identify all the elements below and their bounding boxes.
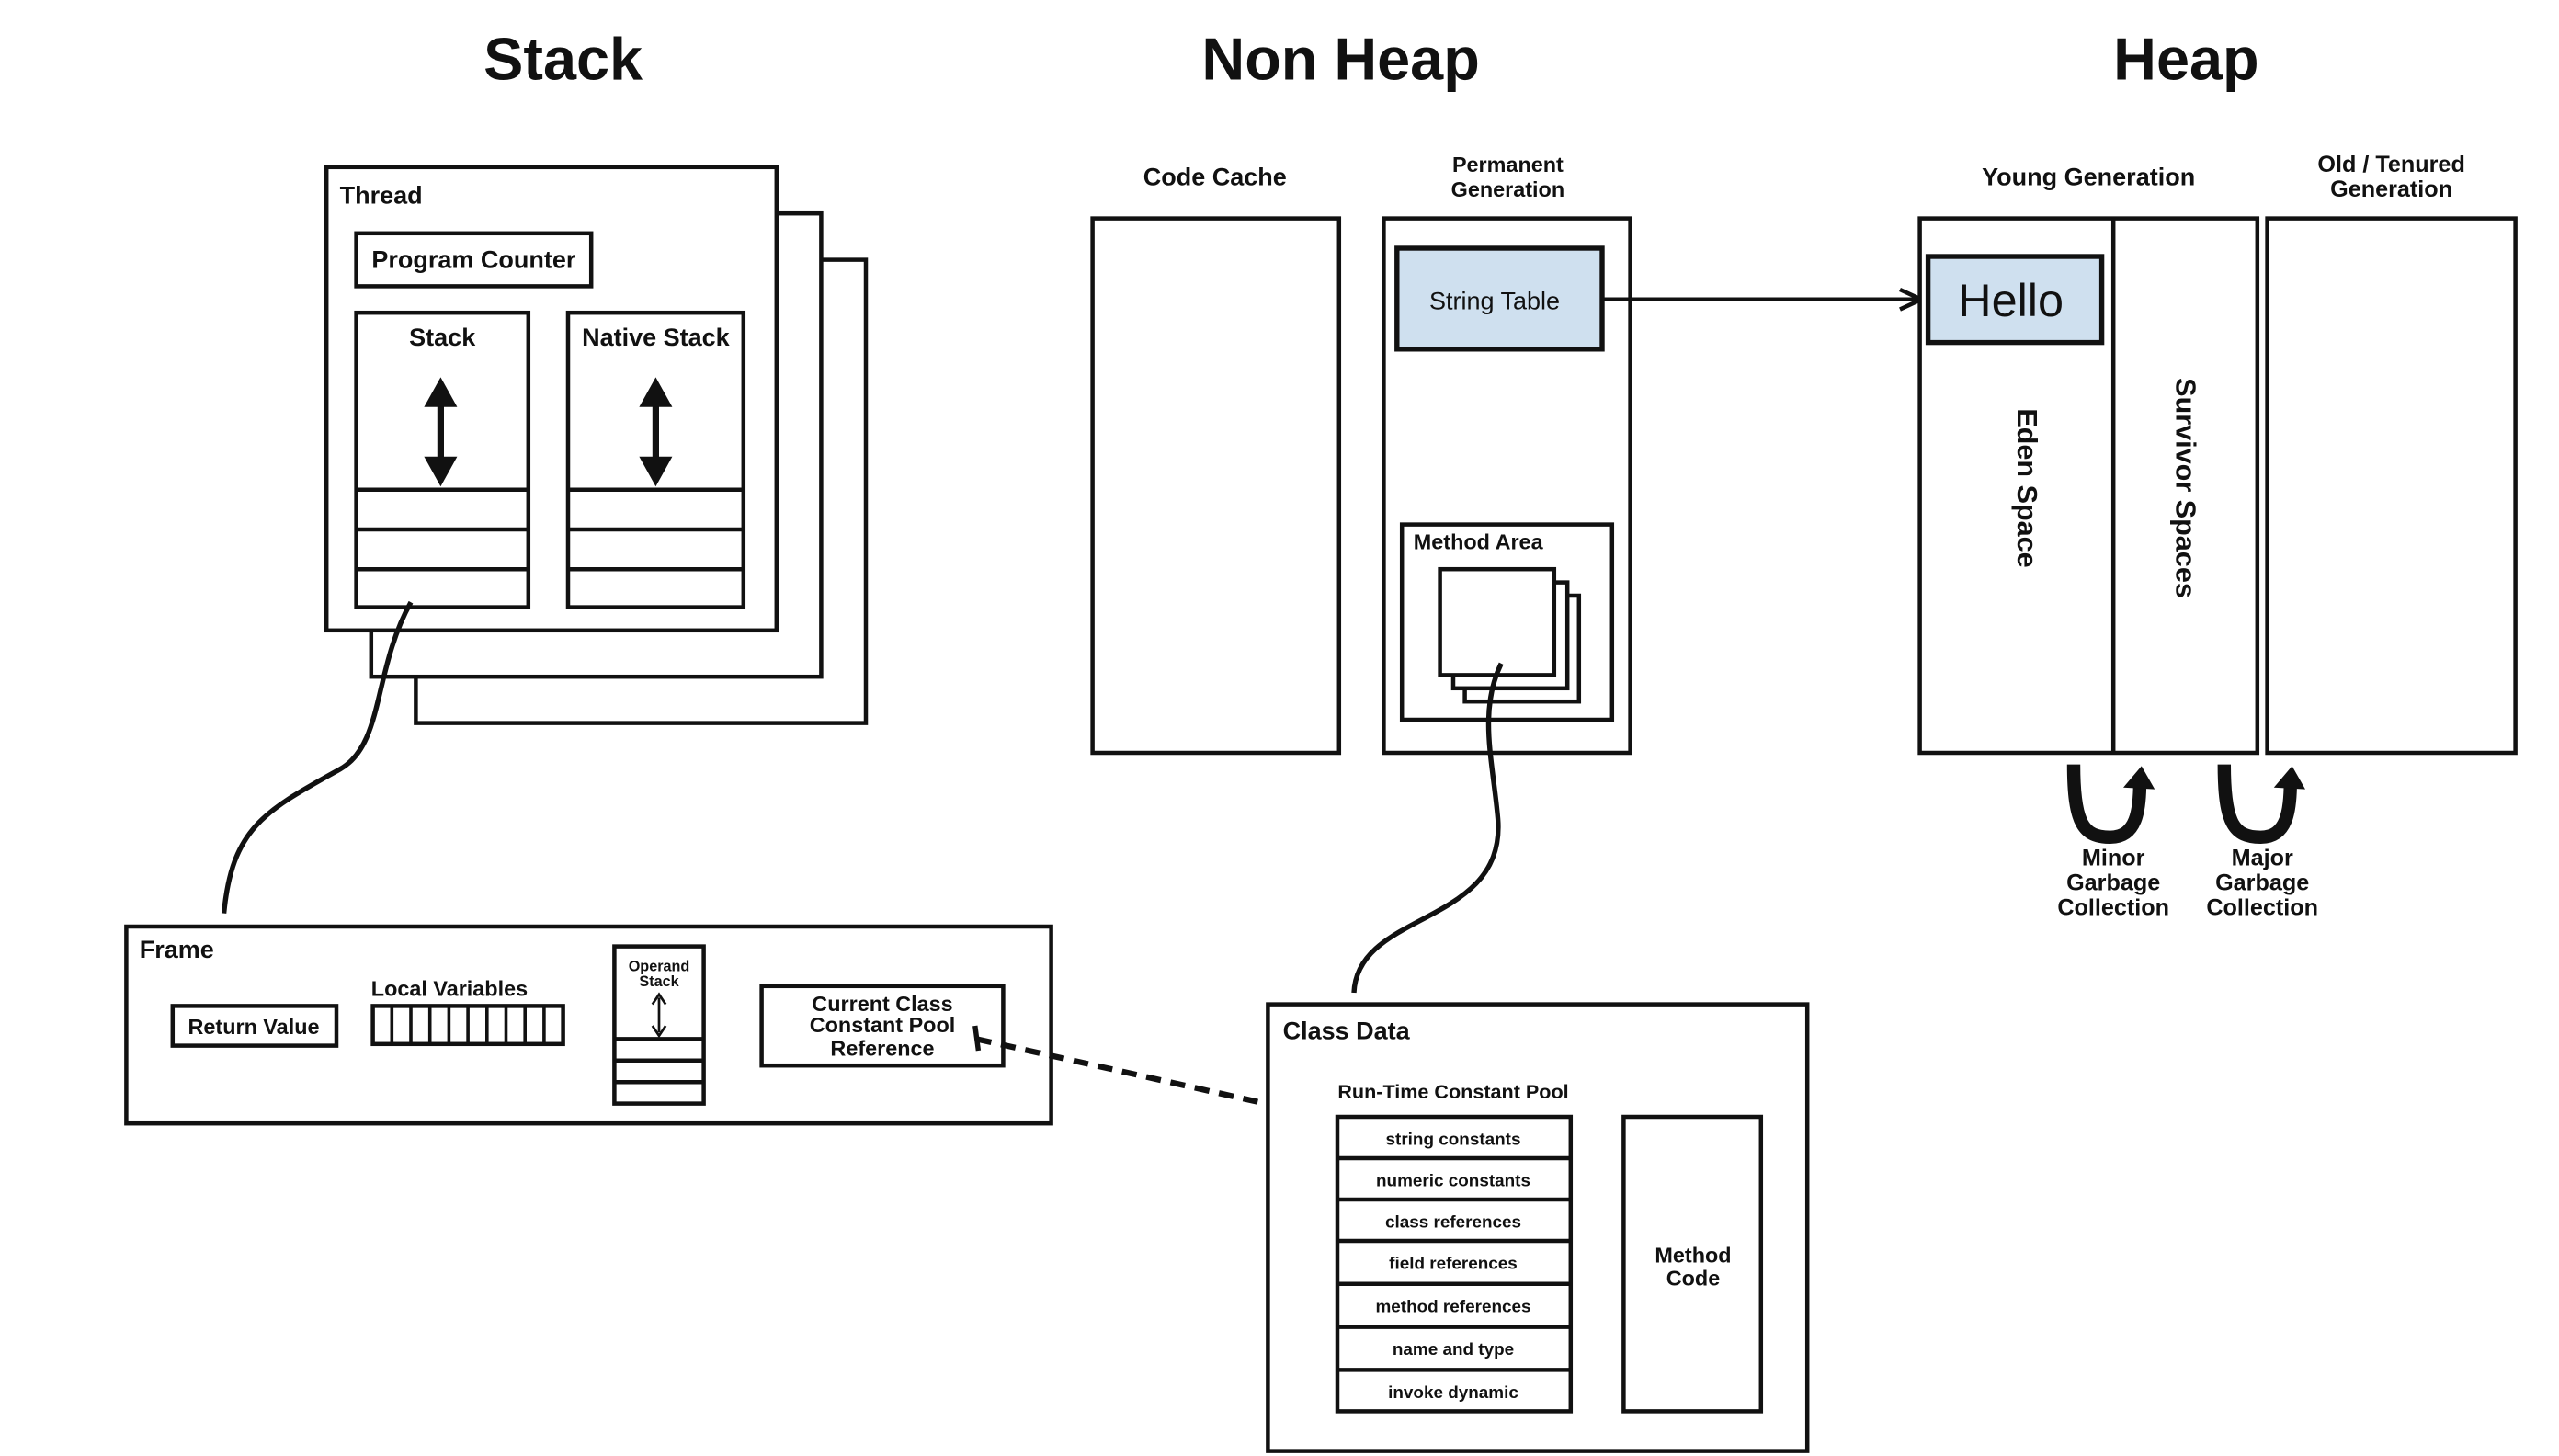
code-cache-box (1090, 216, 1342, 756)
ccp-reference-line3: Reference (830, 1036, 934, 1060)
program-counter-box (354, 231, 594, 289)
old-generation-line2: Generation (2330, 176, 2452, 202)
heading-stack: Stack (483, 25, 643, 92)
rtcp-item: class references (1385, 1213, 1521, 1233)
rtcp-item: name and type (1393, 1340, 1514, 1359)
survivor-spaces-label: Survivor Spaces (2170, 378, 2201, 598)
old-generation-line1: Old / Tenured (2317, 152, 2464, 177)
rtcp-item: numeric constants (1376, 1172, 1530, 1191)
method-code-box (1621, 1114, 1764, 1414)
class-data-title: Class Data (1283, 1017, 1411, 1044)
major-gc-line2: Garbage (2215, 870, 2309, 895)
rtcp-list: string constants numeric constants class… (1335, 1114, 1574, 1414)
stack-grow-arrow-icon (424, 377, 458, 487)
method-code-line1: Method (1655, 1243, 1731, 1267)
method-code-line2: Code (1666, 1267, 1720, 1291)
program-counter-label: Program Counter (371, 246, 576, 274)
string-table-to-hello-arrow (1602, 287, 1927, 312)
thread-title: Thread (340, 181, 423, 209)
rtcp-item: method references (1375, 1297, 1530, 1316)
stack-column-label: Stack (409, 324, 476, 351)
return-value-box (170, 1004, 339, 1048)
ccp-reference-line1: Current Class (812, 992, 952, 1016)
class-data-group: Class Data Run-Time Constant Pool string… (1266, 1002, 1810, 1453)
method-area-to-class-data-connector (1351, 662, 1504, 994)
heading-heap: Heap (2113, 25, 2258, 92)
permanent-generation-line1: Permanent (1452, 153, 1564, 176)
local-variables-label: Local Variables (371, 977, 528, 1001)
minor-gc-line3: Collection (2057, 894, 2169, 920)
major-gc-arrow-icon (2217, 764, 2305, 845)
frame-group: Frame Return Value Local Variables Opera… (124, 924, 1053, 1126)
string-table-box (1394, 245, 1605, 352)
major-gc-line1: Major (2232, 845, 2293, 870)
minor-gc-line2: Garbage (2066, 870, 2160, 895)
operand-stack-arrow-icon (651, 992, 667, 1039)
native-stack-label: Native Stack (582, 324, 731, 351)
string-table-label: String Table (1429, 288, 1560, 315)
stack-to-frame-connector (221, 600, 414, 914)
hello-string-label: Hello (1958, 274, 2064, 326)
major-gc-line3: Collection (2206, 894, 2318, 920)
ccp-reference-line2: Constant Pool (810, 1013, 956, 1037)
local-variables-array (370, 1004, 565, 1047)
operand-stack-label-line1: Operand (629, 959, 690, 975)
operand-stack-label-line2: Stack (639, 973, 679, 990)
return-value-label: Return Value (188, 1015, 320, 1039)
operand-stack: Operand Stack (612, 944, 706, 1106)
method-area-label: Method Area (1414, 530, 1544, 554)
thread-group: Thread Program Counter Stack Native Stac… (324, 165, 869, 725)
minor-gc-line1: Minor (2082, 845, 2145, 870)
hello-string-box (1925, 254, 2105, 346)
method-area-classes-stack (1438, 566, 1582, 704)
code-cache-label: Code Cache (1143, 164, 1287, 191)
native-stack-grow-arrow-icon (639, 377, 673, 487)
old-generation-box (2265, 216, 2518, 756)
rtcp-item: field references (1389, 1255, 1518, 1274)
permanent-generation-line2: Generation (1451, 177, 1564, 201)
young-generation-label: Young Generation (1982, 164, 2195, 191)
frame-title: Frame (140, 936, 214, 963)
ccp-reference-box (759, 984, 1006, 1068)
eden-space-label: Eden Space (2011, 408, 2042, 567)
minor-gc-arrow-icon (2066, 764, 2155, 845)
rtcp-item: invoke dynamic (1388, 1383, 1518, 1403)
rtcp-title: Run-Time Constant Pool (1337, 1080, 1568, 1103)
rtcp-item: string constants (1386, 1131, 1521, 1150)
heading-non-heap: Non Heap (1201, 25, 1479, 92)
